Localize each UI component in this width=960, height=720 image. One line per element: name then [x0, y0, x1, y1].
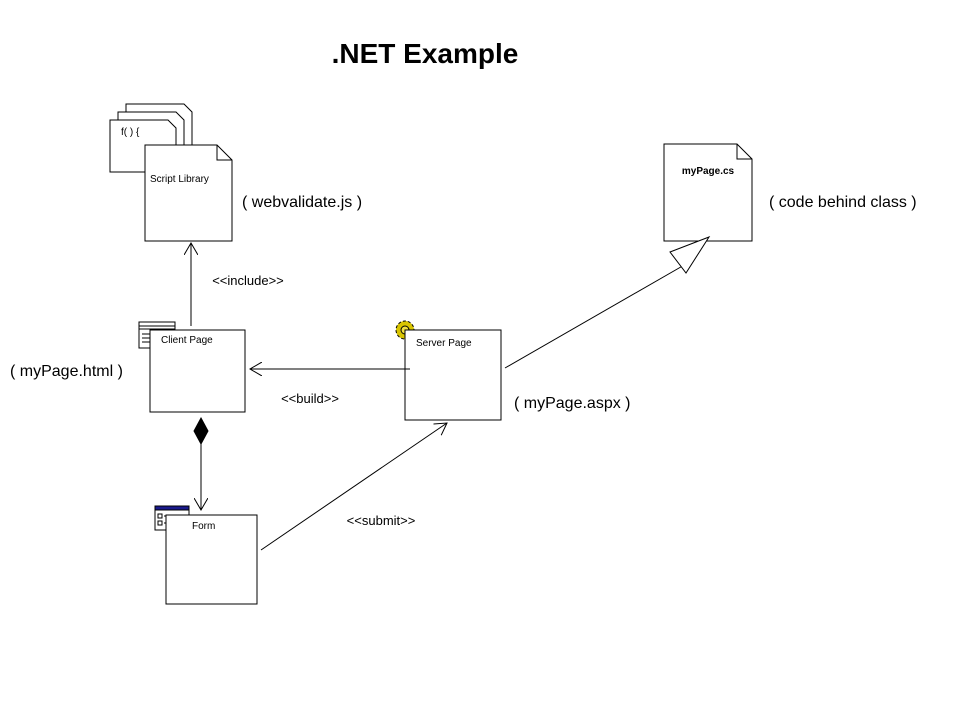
submit-label: <<submit>> — [347, 513, 416, 528]
script-library-note: ( webvalidate.js ) — [242, 194, 362, 211]
client-page-label: Client Page — [161, 335, 213, 346]
script-code-label: f( ) { — [121, 127, 140, 138]
script-library-node: f( ) { Script Library — [109, 103, 233, 242]
server-page-label: Server Page — [416, 338, 472, 349]
code-behind-note: ( code behind class ) — [769, 194, 917, 211]
client-page-note: ( myPage.html ) — [10, 363, 123, 380]
composition-link — [193, 416, 209, 510]
script-library-label: Script Library — [150, 174, 209, 185]
client-page-node: Client Page — [138, 321, 246, 413]
code-behind-node: myPage.cs — [663, 143, 753, 242]
server-page-note: ( myPage.aspx ) — [514, 395, 630, 412]
form-node: Form — [154, 505, 258, 605]
server-page-node: Server Page — [395, 320, 502, 421]
inheritance-arrow — [504, 235, 711, 369]
code-behind-label: myPage.cs — [682, 166, 735, 177]
form-label: Form — [192, 521, 215, 532]
include-label: <<include>> — [212, 273, 284, 288]
submit-arrow — [260, 423, 447, 551]
diagram-title: .NET Example — [332, 38, 519, 69]
build-label: <<build>> — [281, 391, 339, 406]
